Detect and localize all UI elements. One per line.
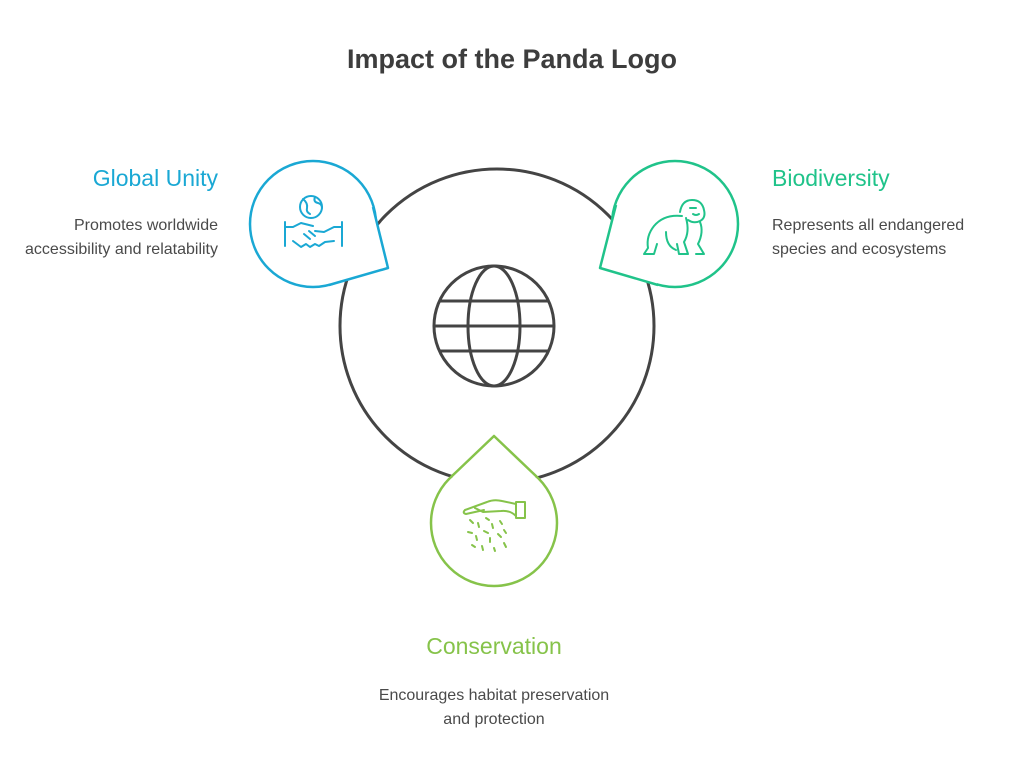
hand-sowing-seeds-icon (462, 499, 526, 552)
global-unity-title: Global Unity (92, 165, 218, 191)
gorilla-icon (643, 199, 706, 255)
global-unity-description: Promotes worldwide accessibility and rel… (25, 217, 218, 258)
biodiversity-description: Represents all endangered species and ec… (772, 217, 965, 258)
biodiversity-pin (598, 159, 740, 289)
globe-icon (432, 264, 556, 388)
biodiversity-title: Biodiversity (772, 165, 890, 191)
diagram-title: Impact of the Panda Logo (346, 44, 677, 74)
global-unity-pin (248, 159, 390, 289)
conservation-pin (429, 434, 559, 588)
conservation-description: Encourages habitat preservation and prot… (378, 687, 610, 728)
handshake-globe-icon (284, 195, 343, 248)
conservation-title: Conservation (426, 633, 562, 659)
